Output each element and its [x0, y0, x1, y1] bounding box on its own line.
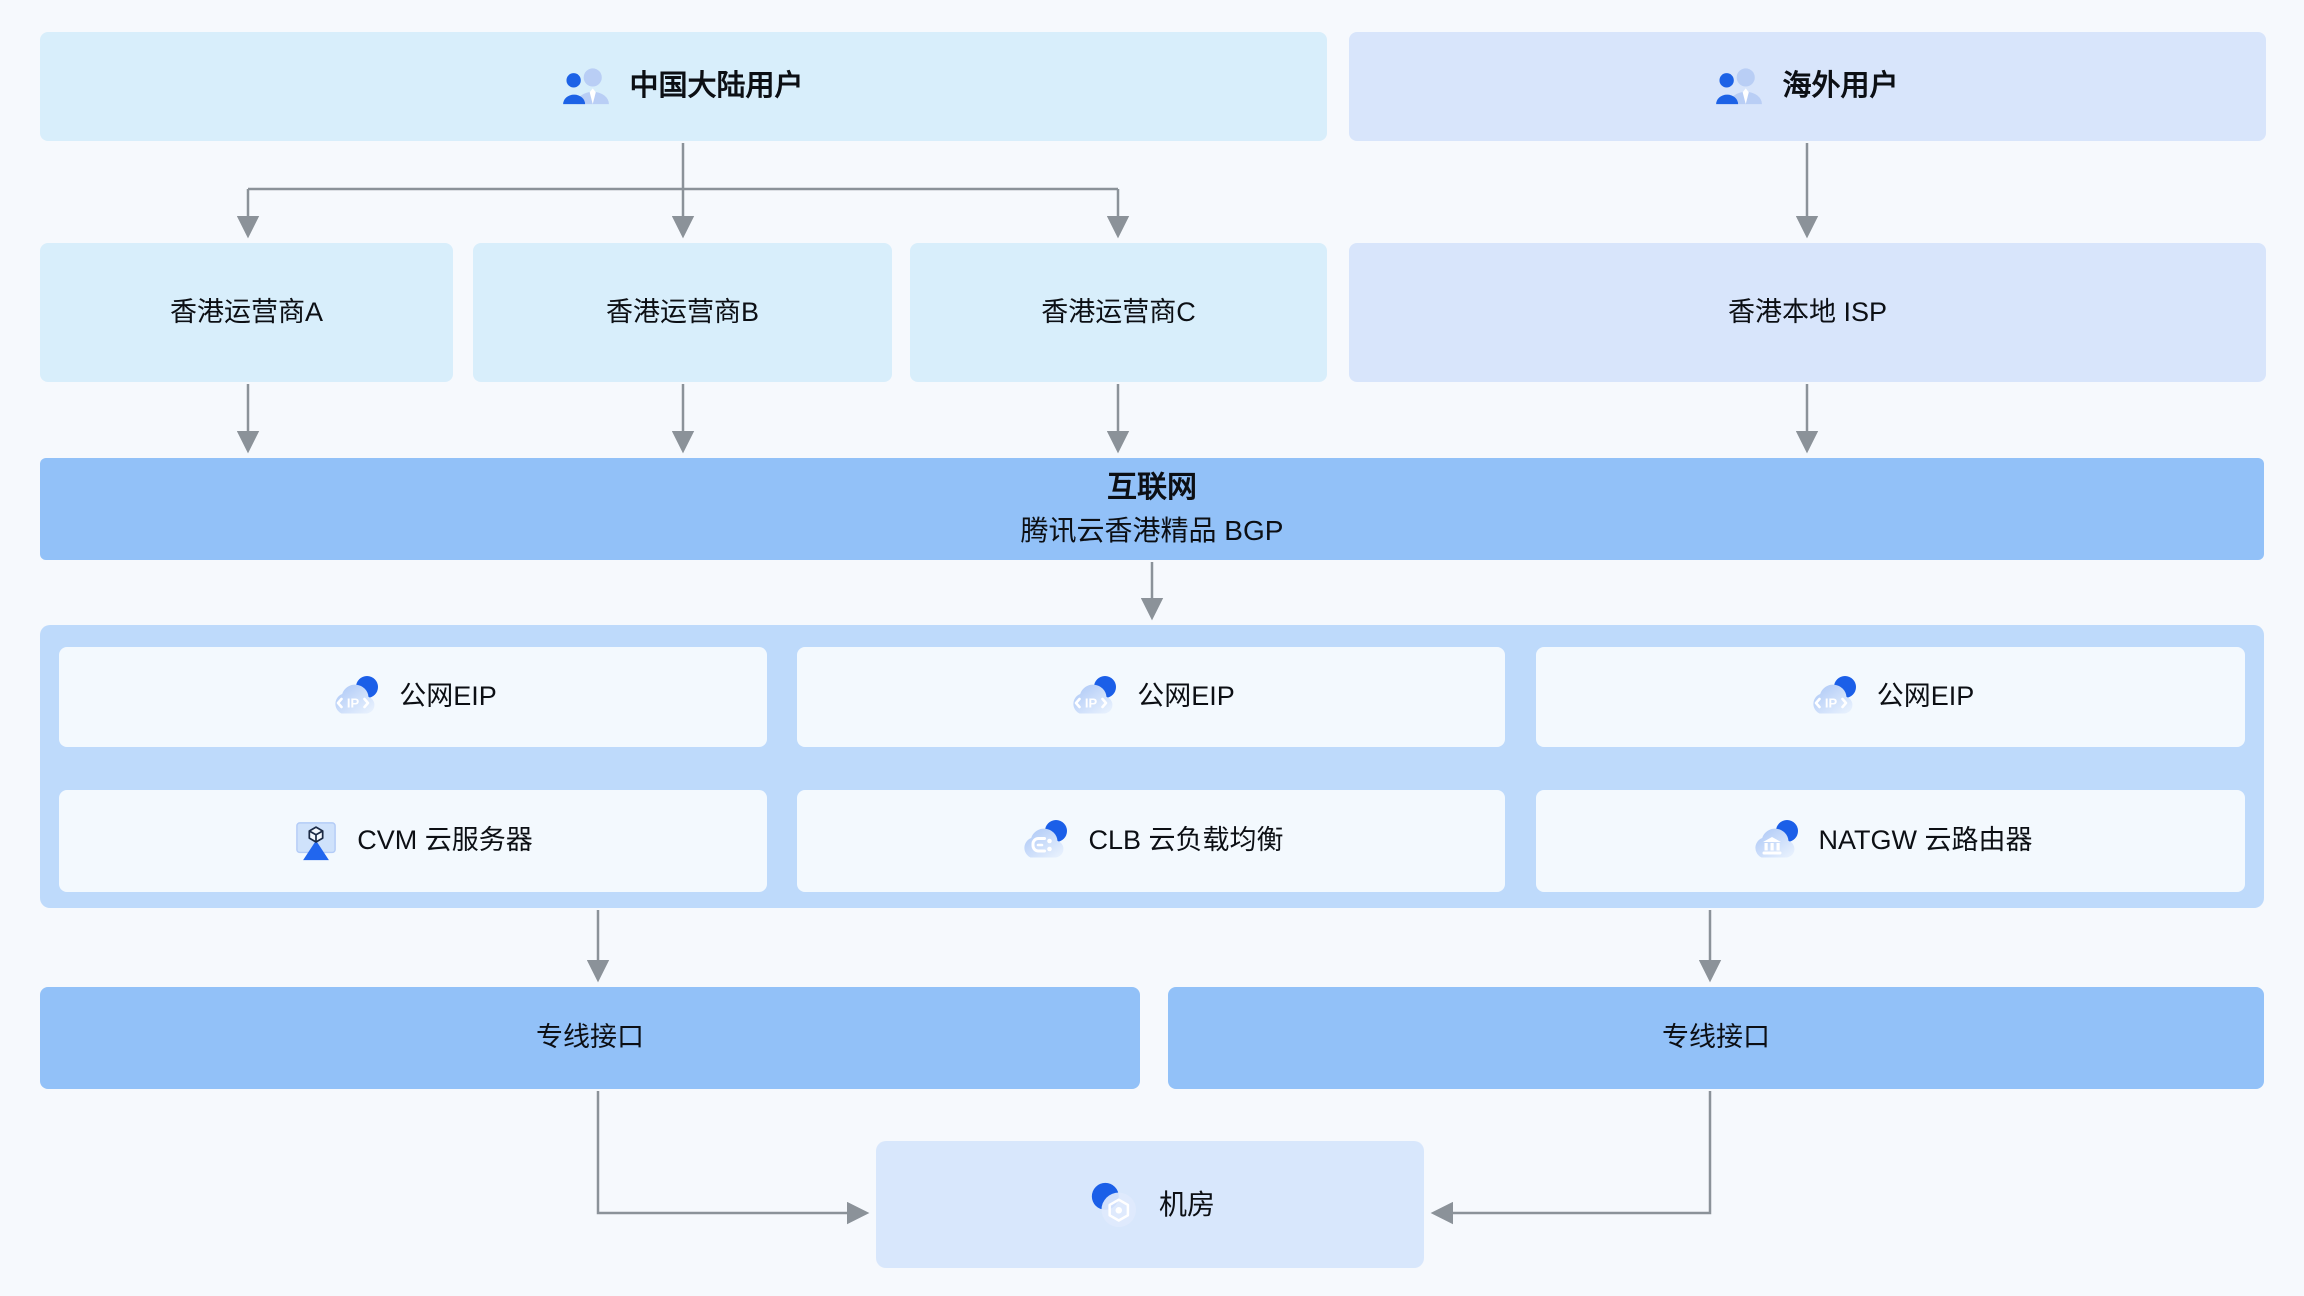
node-mainland-users: 中国大陆用户 — [40, 32, 1327, 141]
node-label: 香港运营商B — [605, 296, 759, 327]
node-label: 机房 — [1158, 1189, 1215, 1220]
node-hk-isp: 香港本地 ISP — [1349, 243, 2266, 382]
eip-cloud-icon: IP — [1073, 676, 1117, 714]
node-natgw: NATGW 云路由器 — [1536, 790, 2245, 892]
node-eip-left: IP 公网EIP — [59, 647, 767, 747]
node-label: 公网EIP — [1137, 681, 1235, 712]
eip-glyph: IP — [1085, 696, 1098, 711]
node-label: 香港运营商A — [169, 296, 323, 327]
node-carrier-b: 香港运营商B — [473, 243, 892, 382]
eip-cloud-icon: IP — [335, 676, 379, 714]
node-label: 海外用户 — [1782, 70, 1899, 103]
node-overseas-users: 海外用户 — [1349, 32, 2266, 141]
node-label: 专线接口 — [1662, 1022, 1770, 1053]
node-label: 公网EIP — [399, 681, 497, 712]
idc-icon — [1091, 1182, 1137, 1227]
eip-glyph: IP — [1825, 696, 1838, 711]
node-eip-middle: IP 公网EIP — [797, 647, 1505, 747]
internet-subtitle: 腾讯云香港精品 BGP — [1020, 515, 1284, 547]
node-eip-right: IP 公网EIP — [1536, 647, 2245, 747]
natgw-cloud-icon — [1754, 820, 1798, 858]
node-label: 香港运营商C — [1041, 296, 1196, 327]
node-label: NATGW 云路由器 — [1818, 825, 2033, 856]
eip-cloud-icon: IP — [1813, 676, 1856, 714]
users-icon — [563, 67, 610, 104]
eip-glyph: IP — [347, 696, 360, 711]
node-label: 公网EIP — [1876, 681, 1975, 712]
node-label: 香港本地 ISP — [1727, 296, 1888, 327]
node-direct-connect-right: 专线接口 — [1168, 987, 2264, 1089]
node-internet-bgp: 互联网 腾讯云香港精品 BGP — [40, 458, 2264, 560]
node-clb: CLB 云负载均衡 — [797, 790, 1505, 892]
node-idc: 机房 — [876, 1141, 1424, 1268]
node-carrier-c: 香港运营商C — [910, 243, 1327, 382]
internet-title: 互联网 — [1107, 471, 1197, 505]
node-label: 中国大陆用户 — [629, 70, 804, 103]
clb-cloud-icon — [1024, 820, 1068, 858]
cvm-icon — [296, 822, 337, 861]
node-carrier-a: 香港运营商A — [40, 243, 453, 382]
node-label: CLB 云负载均衡 — [1088, 825, 1284, 856]
users-icon — [1716, 67, 1763, 104]
node-label: 专线接口 — [536, 1022, 644, 1053]
node-direct-connect-left: 专线接口 — [40, 987, 1140, 1089]
node-cvm: CVM 云服务器 — [59, 790, 767, 892]
node-label: CVM 云服务器 — [357, 825, 533, 856]
